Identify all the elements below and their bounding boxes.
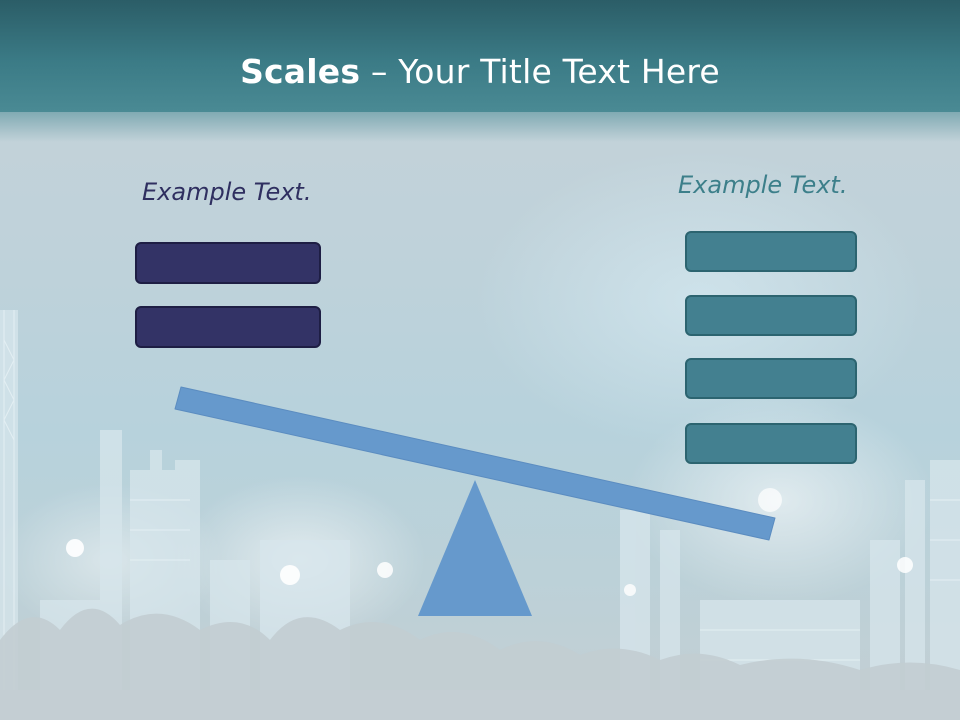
title-bar-fade xyxy=(0,112,960,142)
left-weight-box-1[interactable] xyxy=(135,242,321,284)
right-weight-box-2[interactable] xyxy=(685,295,857,336)
slide-title-rest: – Your Title Text Here xyxy=(360,52,720,91)
right-weight-box-1[interactable] xyxy=(685,231,857,272)
scale-fulcrum[interactable] xyxy=(418,480,532,616)
slide-title-bold: Scales xyxy=(240,52,361,91)
slide-title[interactable]: Scales – Your Title Text Here xyxy=(0,52,960,91)
right-example-text[interactable]: Example Text. xyxy=(678,171,848,199)
right-weight-box-4[interactable] xyxy=(685,423,857,464)
title-bar xyxy=(0,0,960,112)
right-weight-box-3[interactable] xyxy=(685,358,857,399)
scale-beam[interactable] xyxy=(174,386,776,541)
left-example-text[interactable]: Example Text. xyxy=(142,178,312,206)
left-weight-box-2[interactable] xyxy=(135,306,321,348)
